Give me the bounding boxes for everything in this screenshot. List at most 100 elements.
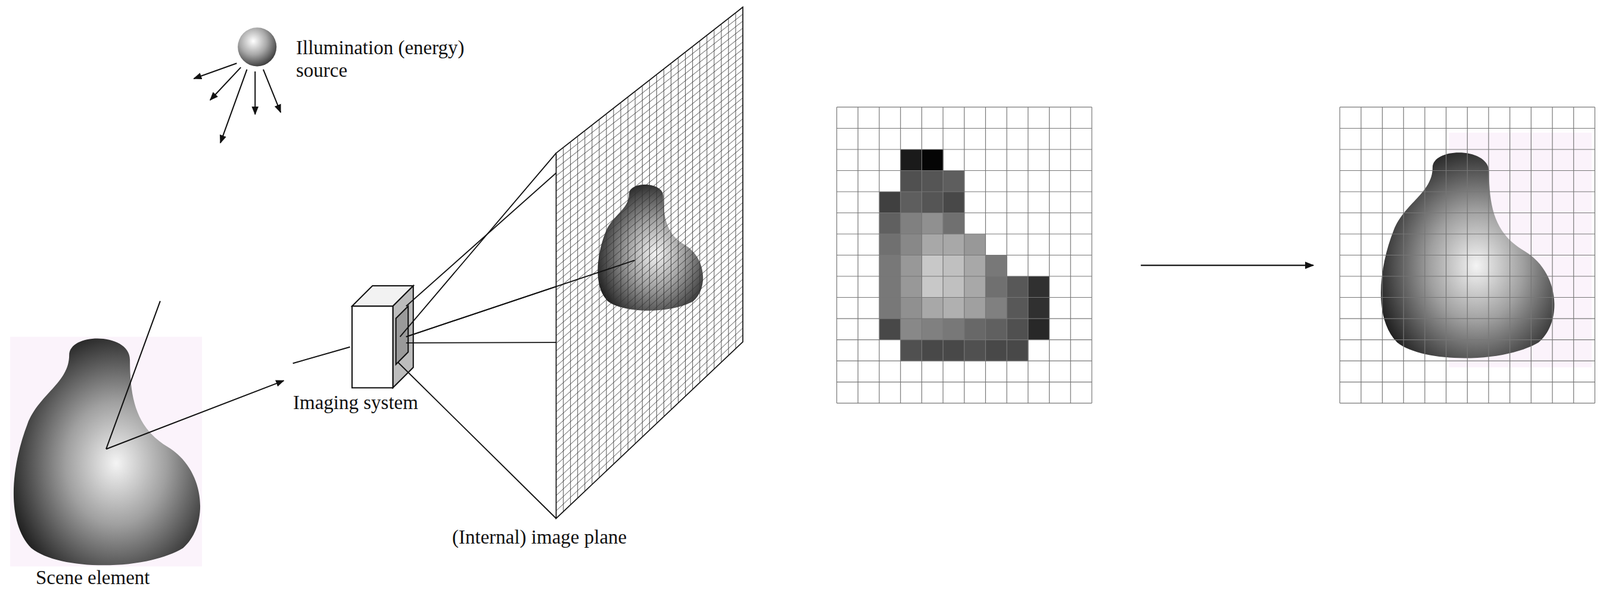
grid-line bbox=[556, 328, 743, 504]
pixel-cell bbox=[964, 297, 986, 320]
plane-label: (Internal) image plane bbox=[452, 526, 627, 550]
grid-line bbox=[556, 35, 743, 184]
grid-line bbox=[556, 272, 743, 443]
pixel-cell bbox=[921, 255, 943, 277]
pixel-cell bbox=[942, 340, 965, 362]
grid-line bbox=[556, 42, 743, 192]
grid-line bbox=[1339, 191, 1595, 192]
grid-line bbox=[556, 153, 743, 314]
grid-line bbox=[556, 160, 743, 322]
grid-line bbox=[556, 48, 743, 199]
grid-line bbox=[1339, 381, 1595, 383]
pixel-cell bbox=[879, 191, 901, 214]
pixel-cell bbox=[879, 213, 901, 235]
pixel-cell bbox=[942, 318, 965, 341]
pixel-cell bbox=[921, 170, 943, 192]
pixel-cell bbox=[879, 255, 901, 277]
pixel-cell bbox=[879, 234, 901, 256]
pixel-cell bbox=[964, 318, 986, 341]
pixel-cell bbox=[900, 234, 923, 256]
pixel-cell bbox=[964, 255, 986, 277]
pixel-cell bbox=[921, 234, 943, 256]
grid-line bbox=[836, 318, 1092, 319]
process-arrow bbox=[1140, 265, 1313, 267]
grid-line bbox=[556, 265, 743, 435]
sampling-grid bbox=[836, 107, 1092, 404]
pixel-cell bbox=[900, 318, 923, 341]
grid-line bbox=[556, 286, 743, 459]
pixel-cell bbox=[921, 297, 943, 320]
pixel-cell bbox=[985, 276, 1007, 298]
grid-line bbox=[1339, 212, 1595, 214]
grid-line bbox=[556, 216, 743, 382]
reflected-ray bbox=[106, 380, 284, 450]
grid-line bbox=[1339, 233, 1595, 235]
grid-line bbox=[1339, 106, 1595, 108]
principal-ray bbox=[406, 260, 635, 338]
grid-line bbox=[836, 148, 1092, 150]
pixel-cell bbox=[964, 276, 986, 298]
scene-label: Scene element bbox=[35, 567, 151, 590]
grid-line bbox=[556, 167, 743, 329]
grid-line bbox=[836, 254, 1092, 256]
pixel-cell bbox=[942, 191, 965, 214]
pixel-cell bbox=[964, 234, 986, 256]
grid-line bbox=[836, 297, 1092, 298]
grid-line bbox=[1339, 339, 1595, 341]
imaging-system-box bbox=[352, 285, 414, 388]
normal-line bbox=[106, 301, 161, 450]
grid-line bbox=[836, 191, 1092, 192]
pixel-cell bbox=[942, 213, 965, 235]
result-grid bbox=[1339, 107, 1595, 404]
grid-line bbox=[556, 91, 743, 245]
grid-line bbox=[556, 258, 743, 428]
pixel-cell bbox=[942, 276, 965, 298]
grid-line bbox=[556, 321, 743, 496]
pixel-cell bbox=[1028, 276, 1050, 298]
sampled-background bbox=[836, 107, 1092, 404]
pixel-cell bbox=[985, 255, 1007, 277]
pixel-cell bbox=[900, 149, 923, 171]
grid-line bbox=[836, 381, 1092, 383]
light-source bbox=[237, 27, 277, 67]
grid-line bbox=[836, 170, 1092, 171]
grid-line bbox=[556, 76, 743, 230]
pixel-cell bbox=[964, 340, 986, 362]
pixel-cell bbox=[900, 340, 923, 362]
grid-line bbox=[556, 139, 743, 298]
pixel-cell bbox=[942, 234, 965, 256]
pixel-cell bbox=[1006, 276, 1029, 298]
source-label: Illumination (energy) source bbox=[296, 36, 511, 83]
pixel-cell bbox=[942, 255, 965, 277]
grid-line bbox=[836, 106, 1092, 108]
pixel-cell bbox=[942, 297, 965, 320]
grid-line bbox=[556, 279, 743, 451]
pixel-cell bbox=[921, 191, 943, 214]
grid-line bbox=[556, 293, 743, 466]
system-label: Imaging system bbox=[293, 391, 419, 415]
pixel-cell bbox=[1028, 318, 1050, 341]
pixel-cell bbox=[921, 340, 943, 362]
pixel-cell bbox=[1006, 340, 1029, 362]
grid-line bbox=[556, 27, 743, 176]
grid-line bbox=[556, 97, 743, 252]
pixel-cell bbox=[1028, 297, 1050, 320]
grid-line bbox=[1339, 128, 1595, 129]
pixel-cell bbox=[879, 297, 901, 320]
pixel-cell bbox=[900, 170, 923, 192]
grid-line bbox=[556, 104, 743, 260]
grid-line bbox=[836, 233, 1092, 235]
pixel-cell bbox=[900, 191, 923, 214]
grid-line bbox=[556, 209, 743, 375]
scene-object bbox=[13, 338, 201, 566]
grid-line bbox=[556, 334, 743, 511]
grid-line bbox=[556, 55, 743, 207]
grid-line bbox=[556, 83, 743, 238]
result-background bbox=[1339, 107, 1595, 404]
pixel-cell bbox=[900, 255, 923, 277]
grid-line bbox=[1339, 170, 1595, 171]
image-plane bbox=[556, 7, 743, 519]
grid-line bbox=[836, 212, 1092, 214]
grid-line bbox=[1339, 360, 1595, 361]
